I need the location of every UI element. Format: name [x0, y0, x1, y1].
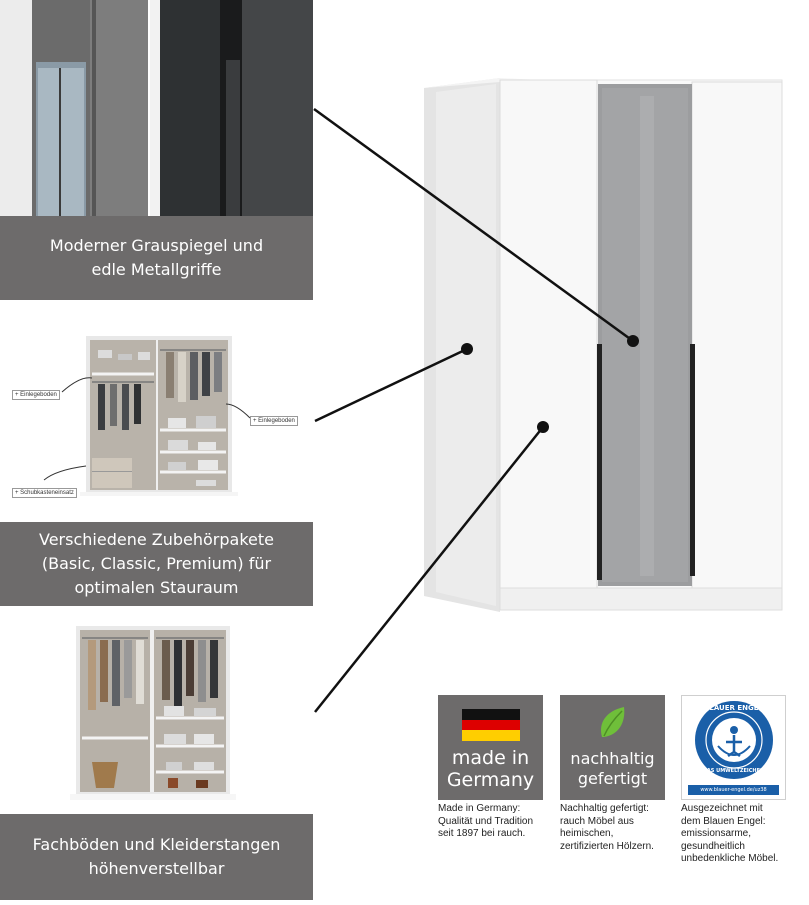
badge-blue-angel: BLAUER ENGEL DAS UMWELTZEICHEN www.blaue… — [681, 695, 786, 800]
feature-caption-shelves: Fachböden und Kleiderstangen höhenverste… — [0, 814, 313, 900]
badge-title-line-2: Germany — [446, 769, 535, 791]
caption-line: optimalen Stauraum — [74, 578, 239, 597]
caption-line: (Basic, Classic, Premium) für — [41, 554, 272, 573]
badge-sustainable: nachhaltig gefertigt — [560, 695, 665, 800]
caption-line: höhenverstellbar — [88, 859, 225, 878]
caption-line: Moderner Grauspiegel und — [49, 236, 264, 255]
feature-caption-mirror: Moderner Grauspiegel und edle Metallgrif… — [0, 216, 313, 300]
caption-line: edle Metallgriffe — [91, 260, 222, 279]
tag-shelf-right: + Einlegeboden — [250, 416, 298, 426]
tag-drawer-insert: + Schubkasteneinsatz — [12, 488, 77, 498]
badge-title-line-1: made in — [451, 747, 530, 769]
badge-title-line-2: gefertigt — [577, 769, 648, 788]
photo-mirror-detail — [0, 0, 313, 216]
photo-adjustable-shelves — [0, 622, 313, 804]
badge-caption-made-in-germany: Made in Germany: Qualität und Tradition … — [438, 803, 534, 839]
photo-interior-package: + Einlegeboden + Einlegeboden + Schubkas… — [0, 330, 313, 502]
caption-line: Verschiedene Zubehörpakete — [39, 530, 274, 549]
leaf-icon — [600, 707, 625, 737]
badge-made-in-germany: made in Germany — [438, 695, 543, 800]
caption-line: Fachböden und Kleiderstangen — [32, 835, 281, 854]
badge-caption-blue-angel: Ausgezeichnet mit dem Blauen Engel: emis… — [681, 803, 779, 864]
blue-angel-seal-icon — [695, 701, 773, 779]
seal-bottom-text: DAS UMWELTZEICHEN — [702, 768, 765, 774]
badge-title-line-1: nachhaltig — [570, 749, 655, 768]
seal-url-text: www.blauer-engel.de/uz38 — [688, 785, 779, 795]
badge-caption-sustainable: Nachhaltig gefertigt: rauch Möbel aus he… — [560, 803, 654, 852]
tag-shelf-left: + Einlegeboden — [12, 390, 60, 400]
seal-top-text: BLAUER ENGEL — [704, 704, 763, 712]
feature-caption-accessories: Verschiedene Zubehörpakete (Basic, Class… — [0, 522, 313, 606]
german-flag-icon — [462, 709, 520, 741]
